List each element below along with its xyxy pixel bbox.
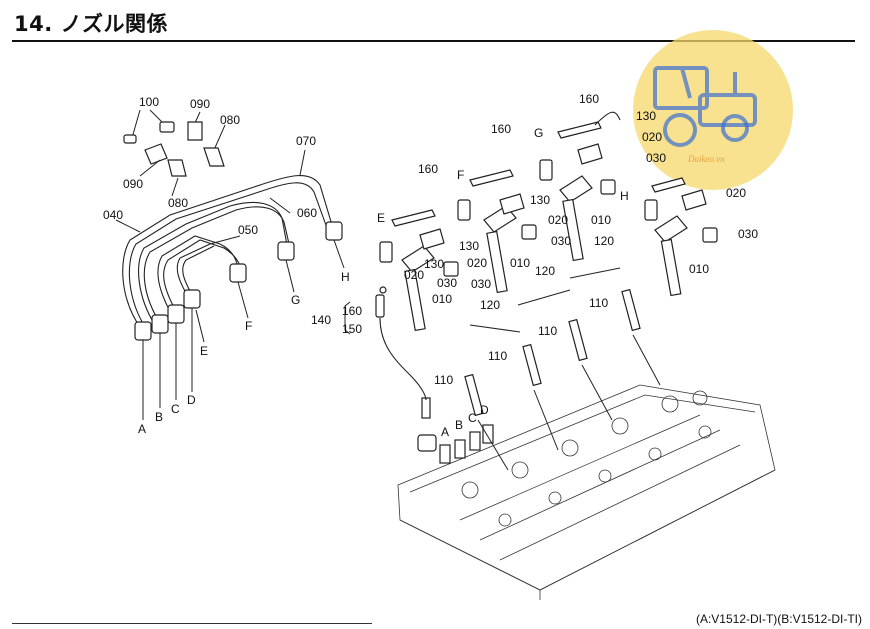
label-d: D	[187, 393, 196, 407]
label-120-a: 120	[594, 234, 614, 248]
label-060: 060	[297, 206, 317, 220]
label-030-b: 030	[738, 227, 758, 241]
label-c-head: C	[468, 411, 477, 425]
label-020-e: 020	[404, 268, 424, 282]
label-110-d: 110	[434, 373, 453, 387]
label-090-bottom: 090	[123, 177, 143, 191]
label-030-c: 030	[551, 234, 571, 248]
label-010-a: 010	[591, 213, 611, 227]
label-030-e: 030	[437, 276, 457, 290]
injection-pipes	[115, 149, 345, 420]
watermark-text: Daikeo.vn	[687, 154, 725, 164]
label-120-c: 120	[480, 298, 500, 312]
label-110-c: 110	[488, 349, 507, 363]
gaskets	[419, 143, 718, 277]
label-160-d: 160	[342, 304, 362, 318]
label-020-c: 020	[548, 213, 568, 227]
label-g: G	[291, 293, 300, 307]
label-010-b: 010	[510, 256, 530, 270]
label-130-b: 130	[530, 193, 550, 207]
glow-plugs	[464, 267, 661, 471]
label-160-c: 160	[418, 162, 438, 176]
label-080-top: 080	[220, 113, 240, 127]
label-140: 140	[311, 313, 331, 327]
label-130-d: 130	[424, 257, 444, 271]
label-h-right: H	[620, 189, 629, 203]
label-030-d: 030	[471, 277, 491, 291]
label-f-right: F	[457, 168, 464, 182]
label-110-a: 110	[589, 296, 608, 310]
label-160-b: 160	[491, 122, 511, 136]
label-100: 100	[139, 95, 159, 109]
label-010-e: 010	[689, 262, 709, 276]
clamp-assembly	[123, 109, 226, 197]
label-040: 040	[103, 208, 123, 222]
page-title: 14. ノズル関係	[14, 12, 169, 36]
label-b-head: B	[455, 418, 463, 432]
label-110-b: 110	[538, 324, 557, 338]
model-note: (A:V1512-DI-T)(B:V1512-DI-TI)	[695, 612, 862, 626]
title-divider	[12, 40, 855, 42]
part-labels: 100 090 080 090 080 070 040 060 050 A B …	[103, 92, 758, 439]
label-090-top: 090	[190, 97, 210, 111]
label-e: E	[200, 344, 208, 358]
footer-divider	[12, 623, 372, 624]
label-f: F	[245, 319, 252, 333]
label-c: C	[171, 402, 180, 416]
label-030-a: 030	[646, 151, 666, 165]
label-070: 070	[296, 134, 316, 148]
label-b: B	[155, 410, 163, 424]
watermark-logo: Daikeo.vn	[633, 30, 793, 190]
label-010-c: 010	[432, 292, 452, 306]
label-a: A	[138, 422, 146, 436]
label-150: 150	[342, 322, 362, 336]
label-080-bottom: 080	[168, 196, 188, 210]
leak-off-pipe	[344, 286, 427, 401]
label-020-d: 020	[467, 256, 487, 270]
label-130-a: 130	[636, 109, 656, 123]
label-e-right: E	[377, 211, 385, 225]
engine-head	[397, 384, 776, 600]
label-g-right: G	[534, 126, 543, 140]
label-a-head: A	[441, 425, 449, 439]
label-120-b: 120	[535, 264, 555, 278]
label-020-a: 020	[642, 130, 662, 144]
label-160-a: 160	[579, 92, 599, 106]
return-fittings	[391, 111, 686, 227]
label-h: H	[341, 270, 350, 284]
label-d-head: D	[480, 403, 489, 417]
label-020-b: 020	[726, 186, 746, 200]
label-050: 050	[238, 223, 258, 237]
label-130-c: 130	[459, 239, 479, 253]
